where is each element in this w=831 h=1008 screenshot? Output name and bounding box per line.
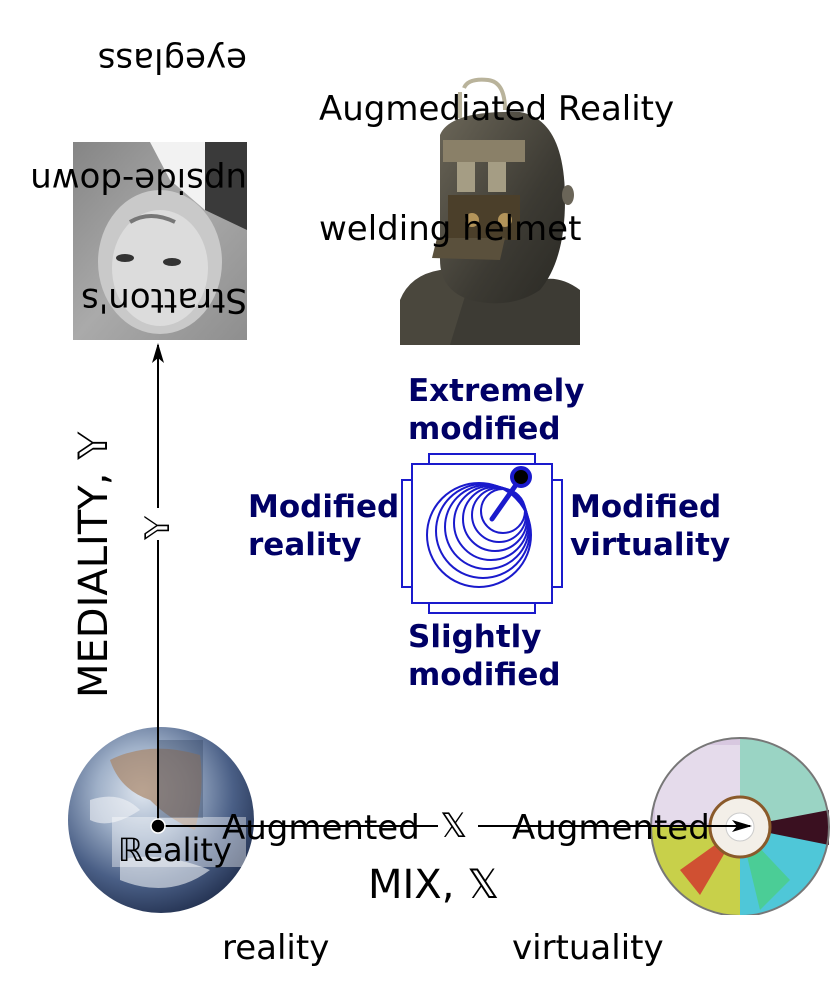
origin-dot xyxy=(150,818,166,834)
diagram-canvas xyxy=(68,77,830,915)
label-modified-reality: Modified reality xyxy=(248,489,400,563)
augmented-reality-label: Augmented reality xyxy=(222,808,420,968)
helmet-photo xyxy=(400,77,580,345)
stratton-photo xyxy=(73,142,247,340)
y-axis-label: MEDIALITY, 𝕐 xyxy=(71,431,117,698)
x-axis-label: MIX, 𝕏 xyxy=(368,862,500,908)
cd-image xyxy=(650,737,830,915)
stratton-title: Stratton's upside-down eyeglass xyxy=(30,40,247,320)
label-extremely-modified: Extremely modified xyxy=(408,373,585,447)
label-modified-virtuality: Modified virtuality xyxy=(570,489,731,563)
label-slightly-modified: Slightly modified xyxy=(408,619,561,693)
x-axis-symbol: 𝕏 xyxy=(440,806,468,846)
augmented-virtuality-label: Augmented virtuality xyxy=(512,808,710,968)
y-axis-symbol: 𝕐 xyxy=(138,515,178,540)
origin-label: ℝeality xyxy=(118,831,232,869)
center-icon xyxy=(401,453,563,614)
helmet-title: Augmediated Reality welding helmet xyxy=(319,89,675,249)
